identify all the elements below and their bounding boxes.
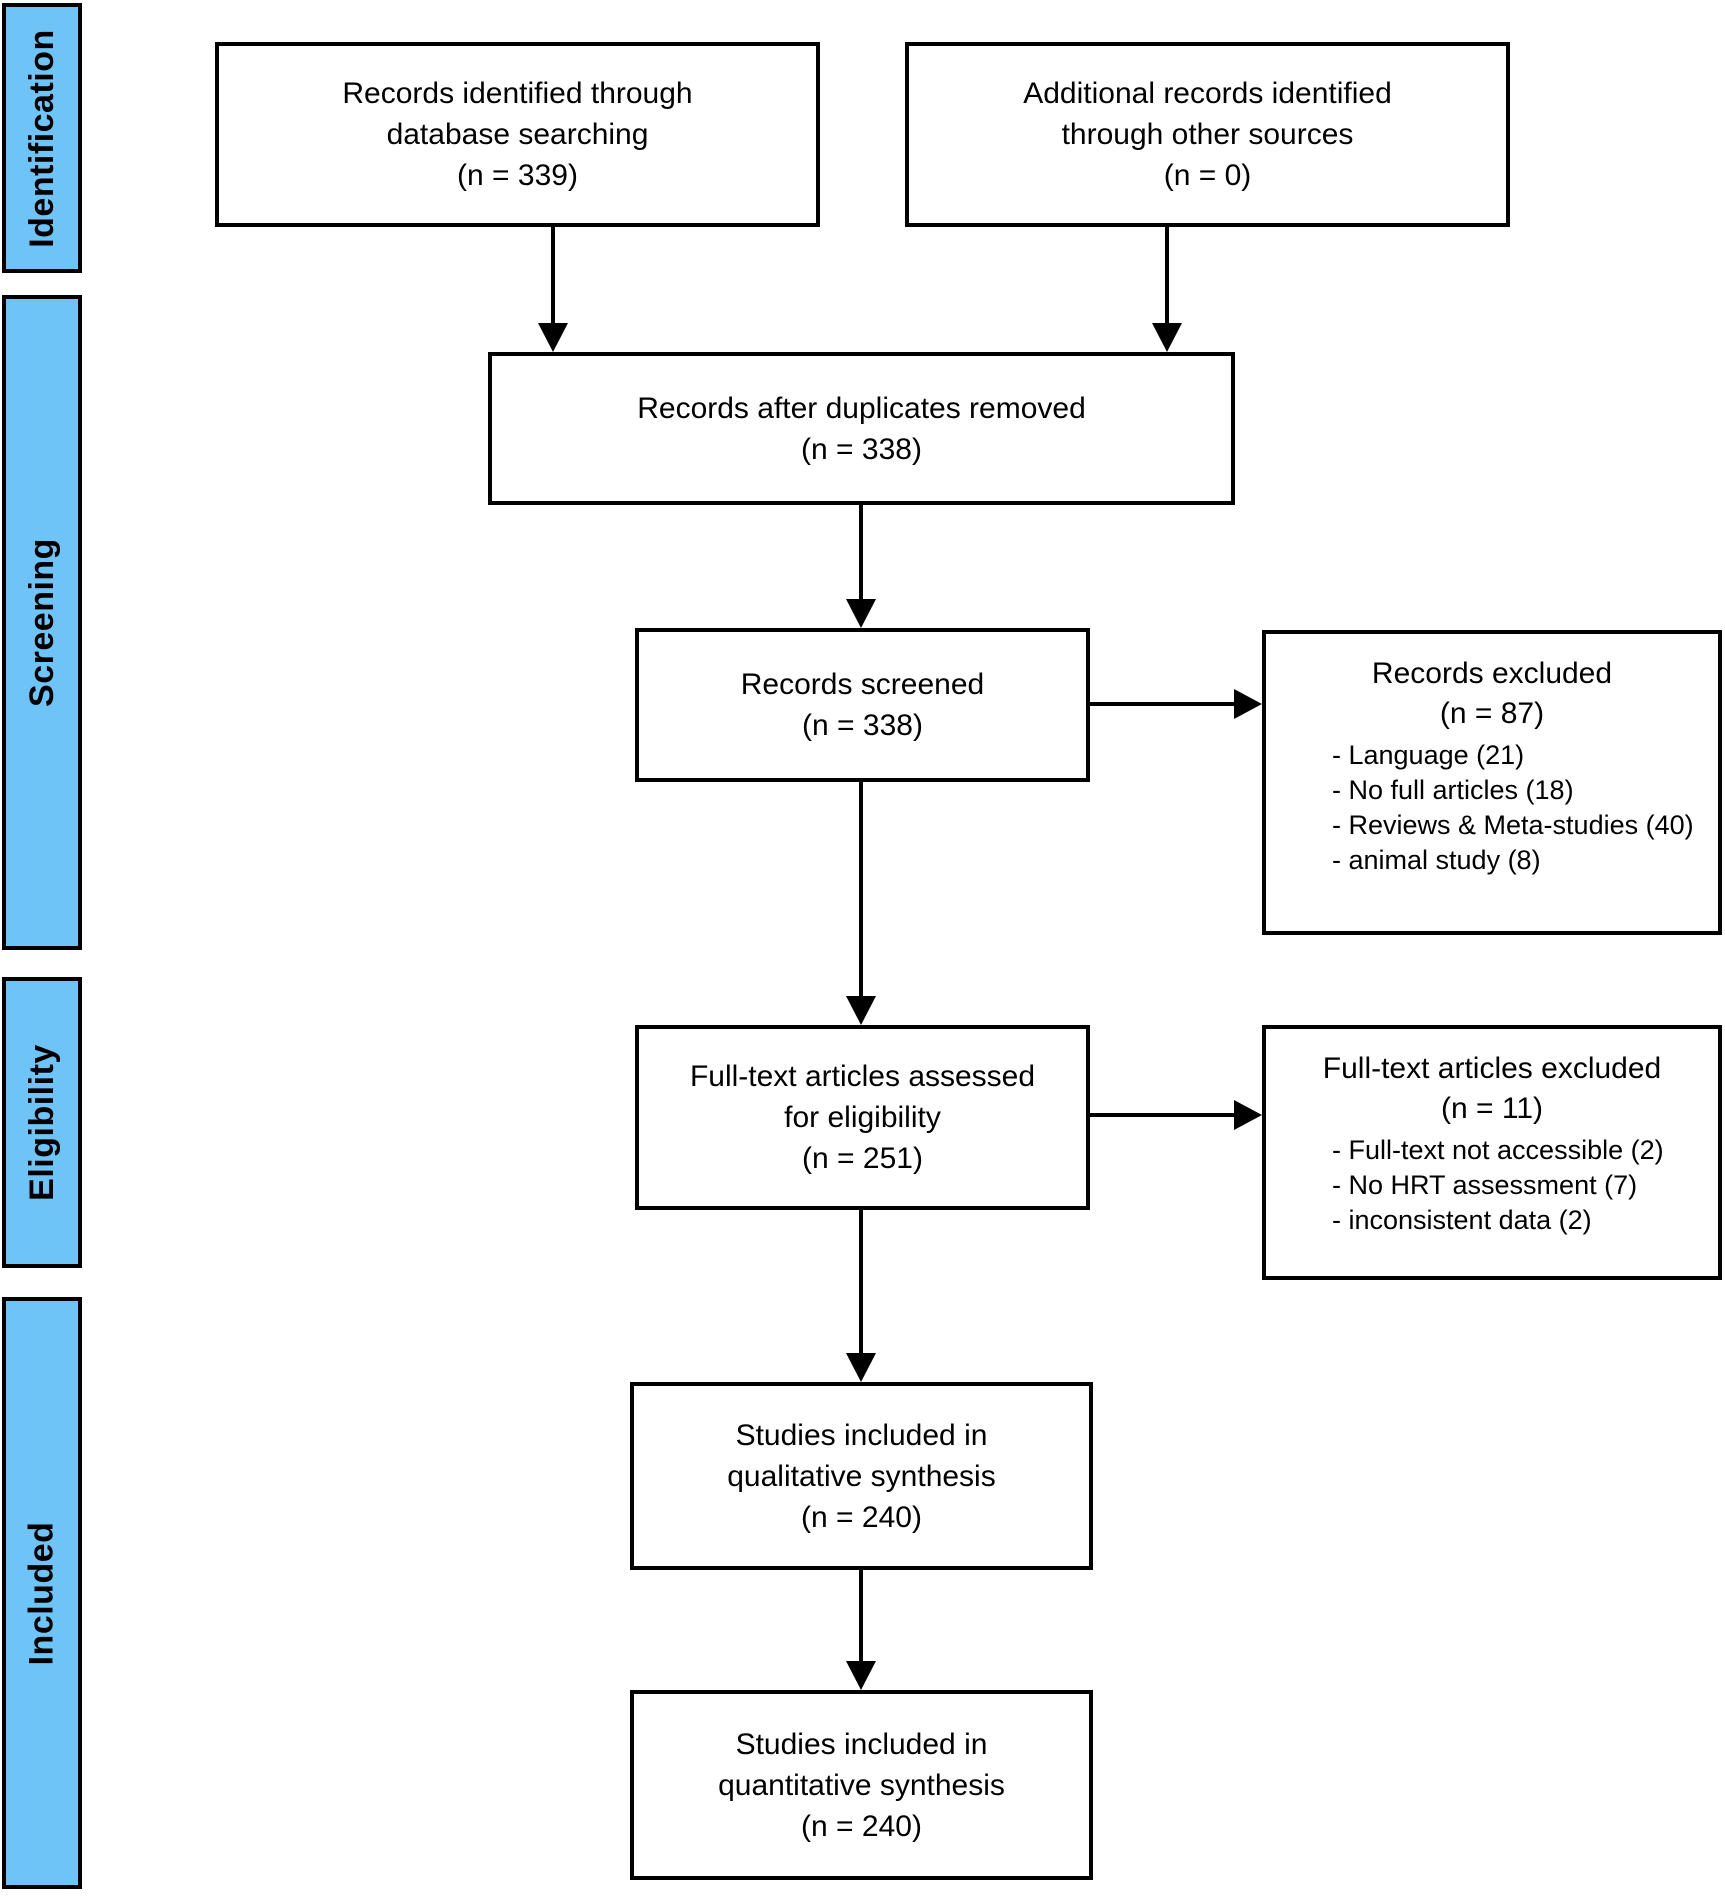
box-count: (n = 0) xyxy=(1163,159,1252,192)
stage-bar-screening: Screening xyxy=(2,295,82,950)
stage-label-included: Included xyxy=(22,1521,61,1665)
box-text-line: database searching xyxy=(386,118,649,151)
stage-label-screening: Screening xyxy=(22,538,61,707)
box-title: Full-text articles excluded xyxy=(1322,1052,1662,1085)
arrow-line-dedupe-to-screened xyxy=(859,504,863,599)
arrowhead-down-icon xyxy=(846,599,876,628)
box-text-line: Studies included in xyxy=(735,1418,988,1452)
box-text-line: Additional records identified xyxy=(1023,77,1392,110)
box-records-screened: Records screened (n = 338) xyxy=(635,628,1090,782)
arrowhead-right-icon xyxy=(1234,1100,1262,1130)
box-count: (n = 338) xyxy=(801,432,922,466)
stage-label-identification: Identification xyxy=(22,28,61,248)
box-text-line: quantitative synthesis xyxy=(718,1768,1005,1802)
arrowhead-down-icon xyxy=(1152,323,1182,352)
exclusion-reason: - animal study (8) xyxy=(1332,845,1541,875)
box-additional-records: Additional records identified through ot… xyxy=(905,42,1510,227)
exclusion-reason: - Full-text not accessible (2) xyxy=(1332,1135,1664,1165)
box-text-line: Records after duplicates removed xyxy=(637,391,1086,425)
box-count: (n = 339) xyxy=(457,159,578,192)
box-text-line: through other sources xyxy=(1061,118,1354,151)
arrowhead-down-icon xyxy=(846,996,876,1025)
arrowhead-down-icon xyxy=(846,1353,876,1382)
box-text-line: Records screened xyxy=(740,668,985,701)
exclusion-reason: - No HRT assessment (7) xyxy=(1332,1170,1638,1200)
stage-bar-identification: Identification xyxy=(2,3,82,273)
box-fulltext-excluded: Full-text articles excluded (n = 11) - F… xyxy=(1262,1025,1722,1280)
box-title: Records excluded xyxy=(1371,657,1613,690)
box-duplicates-removed: Records after duplicates removed (n = 33… xyxy=(488,352,1235,505)
arrowhead-right-icon xyxy=(1234,689,1262,719)
box-count: (n = 11) xyxy=(1441,1092,1543,1125)
box-records-identified-database: Records identified through database sear… xyxy=(215,42,820,227)
box-text-line: qualitative synthesis xyxy=(727,1459,996,1493)
exclusion-reason-list: - Language (21) - No full articles (18) … xyxy=(1266,738,1718,878)
box-count: (n = 251) xyxy=(802,1142,923,1175)
box-text-line: Full-text articles assessed xyxy=(689,1060,1036,1093)
box-records-excluded: Records excluded (n = 87) - Language (21… xyxy=(1262,630,1722,935)
box-text-line: Studies included in xyxy=(735,1727,988,1761)
arrowhead-down-icon xyxy=(538,323,568,352)
box-count: (n = 87) xyxy=(1439,697,1545,730)
exclusion-reason: - inconsistent data (2) xyxy=(1332,1205,1592,1235)
arrow-line-screened-to-excluded xyxy=(1089,702,1234,706)
stage-label-eligibility: Eligibility xyxy=(22,1044,61,1201)
arrow-line-additional-to-dedupe xyxy=(1165,226,1169,323)
arrow-line-qualitative-to-quantitative xyxy=(859,1568,863,1661)
arrow-line-identified-to-dedupe xyxy=(551,226,555,323)
box-count: (n = 240) xyxy=(801,1809,922,1843)
exclusion-reason: - Language (21) xyxy=(1332,740,1525,770)
box-fulltext-assessed: Full-text articles assessed for eligibil… xyxy=(635,1025,1090,1210)
box-text-line: for eligibility xyxy=(784,1101,941,1134)
box-qualitative-synthesis: Studies included in qualitative synthesi… xyxy=(630,1382,1093,1570)
arrowhead-down-icon xyxy=(846,1661,876,1690)
arrow-line-screened-to-fulltext xyxy=(859,780,863,996)
box-quantitative-synthesis: Studies included in quantitative synthes… xyxy=(630,1690,1093,1880)
stage-bar-included: Included xyxy=(2,1297,82,1889)
box-text-line: Records identified through xyxy=(342,77,693,110)
exclusion-reason-list: - Full-text not accessible (2) - No HRT … xyxy=(1266,1133,1718,1238)
arrow-line-fulltext-to-excluded xyxy=(1089,1113,1234,1117)
box-count: (n = 338) xyxy=(802,709,923,742)
box-count: (n = 240) xyxy=(801,1500,922,1534)
arrow-line-fulltext-to-qualitative xyxy=(859,1208,863,1353)
exclusion-reason: - Reviews & Meta-studies (40) xyxy=(1332,810,1694,840)
stage-bar-eligibility: Eligibility xyxy=(2,977,82,1268)
exclusion-reason: - No full articles (18) xyxy=(1332,775,1574,805)
